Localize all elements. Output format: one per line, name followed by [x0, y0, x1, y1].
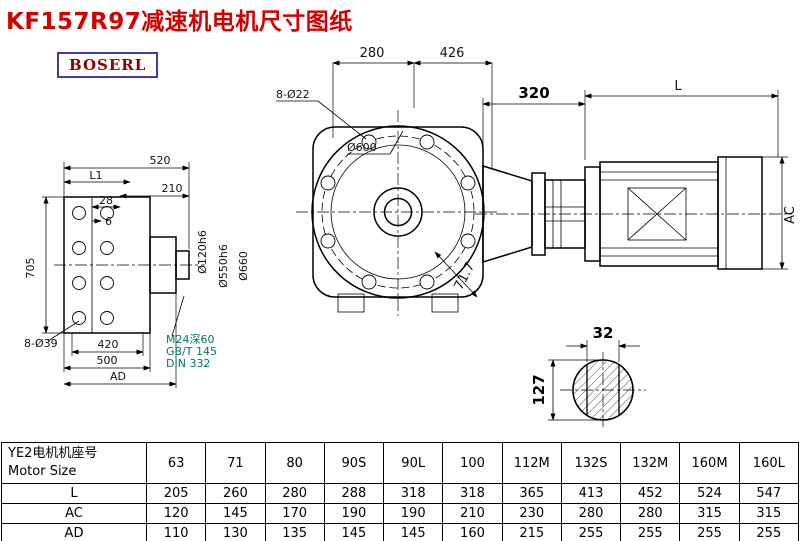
dimension-cell: 280 — [620, 503, 681, 524]
size-col-header: 112M — [501, 442, 562, 484]
boserl-logo: BOSERL — [57, 52, 159, 78]
dimension-cell: 280 — [560, 503, 622, 524]
dimension-cell: 318 — [442, 483, 503, 504]
dimension-cell: 452 — [620, 483, 681, 504]
row-label: L — [1, 483, 147, 504]
dim-spigot-dia: Ø550h6 — [217, 244, 230, 288]
dim-127: 127 — [530, 374, 548, 405]
dimension-cell: 230 — [501, 503, 562, 524]
dim-8-d39: 8-Ø39 — [24, 337, 58, 350]
size-col-header: 160L — [738, 442, 800, 484]
side-view: 520 L1 210 28 6 705 8-Ø39 420 500 — [24, 154, 250, 388]
dim-8-d22: 8-Ø22 — [276, 88, 310, 101]
dim-280: 280 — [360, 46, 385, 61]
dimension-cell: 255 — [620, 523, 681, 541]
size-col-header: 90S — [323, 442, 385, 484]
dimension-cell: 524 — [679, 483, 740, 504]
tap-std2-label: DIN 332 — [166, 357, 210, 370]
size-col-header: 90L — [383, 442, 444, 484]
dim-28: 28 — [99, 194, 113, 207]
dimension-cell: 190 — [383, 503, 444, 524]
dimension-cell: 130 — [205, 523, 266, 541]
dim-500: 500 — [97, 354, 118, 367]
dim-L1: L1 — [89, 169, 102, 182]
dimension-cell: 255 — [679, 523, 740, 541]
dimension-cell: 280 — [264, 483, 325, 504]
dim-71-7: 71.7 — [451, 260, 478, 293]
dimension-cell: 110 — [145, 523, 207, 541]
dim-shaft-dia: Ø120h6 — [196, 230, 209, 274]
dimension-cell: 255 — [560, 523, 622, 541]
size-col-header: 132M — [620, 442, 681, 484]
dimension-cell: 547 — [738, 483, 800, 504]
size-col-header: 63 — [145, 442, 207, 484]
dim-AC: AC — [783, 206, 798, 224]
dimension-cell: 215 — [501, 523, 562, 541]
dimension-cell: 145 — [383, 523, 444, 541]
dim-420: 420 — [98, 338, 119, 351]
dimension-cell: 318 — [383, 483, 444, 504]
dim-32: 32 — [593, 324, 614, 342]
dimension-cell: 145 — [205, 503, 266, 524]
dimension-cell: 413 — [560, 483, 622, 504]
front-view: Ø600 8-Ø22 280 426 71.7 — [276, 46, 500, 316]
size-col-header: 80 — [264, 442, 325, 484]
dimension-cell: 170 — [264, 503, 325, 524]
size-col-header: 132S — [560, 442, 622, 484]
tap-spec-label: M24深60 — [166, 333, 215, 346]
dim-426: 426 — [440, 46, 465, 61]
page-title: KF157R97减速机电机尺寸图纸 — [6, 9, 353, 35]
dimension-cell: 315 — [738, 503, 800, 524]
dimension-cell: 205 — [145, 483, 207, 504]
dimension-cell: 135 — [264, 523, 325, 541]
size-col-header: 160M — [679, 442, 740, 484]
motor-view: 320 L AC — [475, 79, 798, 270]
dim-705: 705 — [24, 258, 37, 279]
dim-flange-dia: Ø660 — [237, 251, 250, 281]
dim-520: 520 — [150, 154, 171, 167]
row-label: AC — [1, 503, 147, 524]
tap-std1-label: GB/T 145 — [166, 345, 217, 358]
dimension-cell: 145 — [323, 523, 385, 541]
shaft-end-view: 32 127 — [530, 324, 646, 428]
dimension-cell: 315 — [679, 503, 740, 524]
dim-L: L — [674, 79, 682, 94]
dimension-cell: 255 — [738, 523, 800, 541]
dimension-cell: 365 — [501, 483, 562, 504]
dim-320: 320 — [518, 84, 549, 102]
dimension-cell: 120 — [145, 503, 207, 524]
dim-210: 210 — [162, 182, 183, 195]
dim-d600: Ø600 — [347, 141, 377, 154]
dimension-cell: 190 — [323, 503, 385, 524]
dimension-cell: 288 — [323, 483, 385, 504]
dimension-cell: 160 — [442, 523, 503, 541]
size-col-header: 100 — [442, 442, 503, 484]
dim-AD: AD — [110, 370, 126, 383]
dimension-cell: 260 — [205, 483, 266, 504]
row-label: AD — [1, 523, 147, 541]
size-col-header: 71 — [205, 442, 266, 484]
dim-6: 6 — [105, 215, 112, 228]
technical-drawing: 520 L1 210 28 6 705 8-Ø39 420 500 — [24, 46, 798, 428]
dimension-cell: 210 — [442, 503, 503, 524]
